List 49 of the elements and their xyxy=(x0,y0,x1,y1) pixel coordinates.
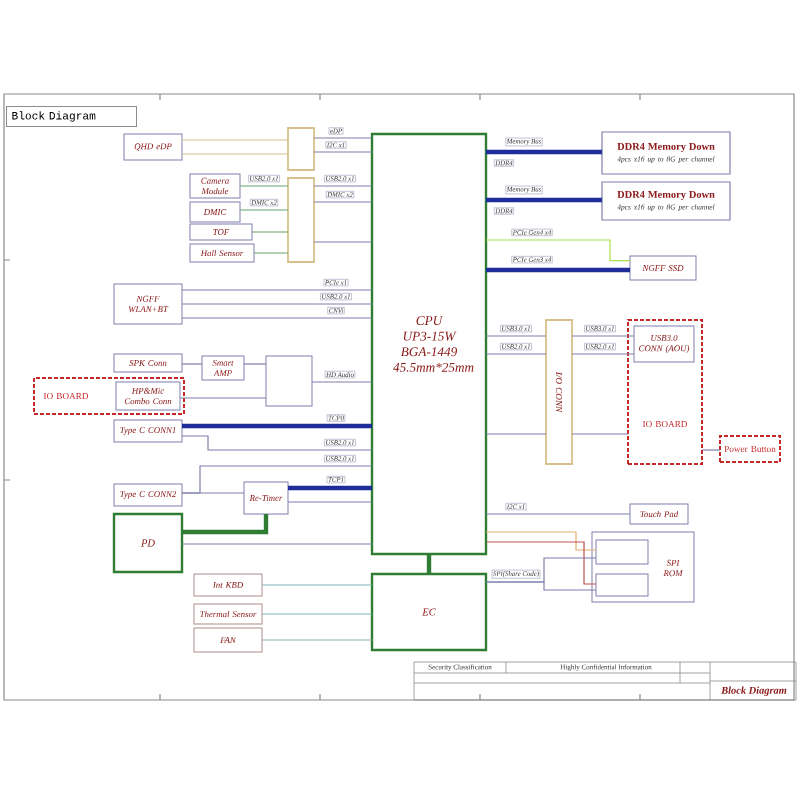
signal-line xyxy=(181,303,373,305)
signal-line xyxy=(261,584,373,586)
chip-box xyxy=(595,539,649,565)
signal-line xyxy=(181,435,373,451)
connector-box xyxy=(287,177,315,263)
signal-line xyxy=(181,139,289,141)
signal-line xyxy=(701,449,721,451)
signal-line xyxy=(485,353,547,355)
signal-line xyxy=(485,581,597,591)
signal-line xyxy=(313,137,373,139)
chip-box xyxy=(265,355,313,407)
signal-line xyxy=(485,541,597,585)
connector-box xyxy=(287,127,315,171)
signal-line xyxy=(239,185,289,187)
signal-line xyxy=(313,151,373,153)
bus-line xyxy=(182,514,269,535)
bus-line xyxy=(486,267,630,273)
signal-line xyxy=(243,363,267,365)
signal-line xyxy=(239,209,289,211)
signal-line xyxy=(261,639,373,641)
signal-line xyxy=(179,397,267,399)
signal-line xyxy=(485,335,547,337)
bus-line xyxy=(486,149,602,155)
signal-line xyxy=(571,335,635,337)
signal-line xyxy=(571,433,629,435)
bus-line xyxy=(486,197,602,203)
signal-line xyxy=(313,201,373,203)
signal-line xyxy=(313,241,373,243)
chip-box xyxy=(595,573,649,597)
bus-line xyxy=(182,423,372,429)
signal-line xyxy=(571,353,635,355)
signal-line xyxy=(485,513,631,515)
signal-line xyxy=(485,239,631,262)
signal-line xyxy=(181,317,373,319)
bus-line xyxy=(288,485,372,491)
signal-line xyxy=(253,252,289,254)
signal-line xyxy=(181,543,373,545)
signal-line xyxy=(287,501,373,503)
signal-line xyxy=(181,492,245,494)
signal-line xyxy=(261,613,373,615)
signal-line xyxy=(485,531,597,551)
signal-line xyxy=(313,185,373,187)
signal-line xyxy=(181,153,289,155)
signal-line xyxy=(251,231,289,233)
signal-line xyxy=(181,289,373,291)
signal-line xyxy=(181,363,203,365)
signal-line xyxy=(311,381,373,383)
bus-line xyxy=(426,554,432,574)
signal-line xyxy=(485,433,547,435)
